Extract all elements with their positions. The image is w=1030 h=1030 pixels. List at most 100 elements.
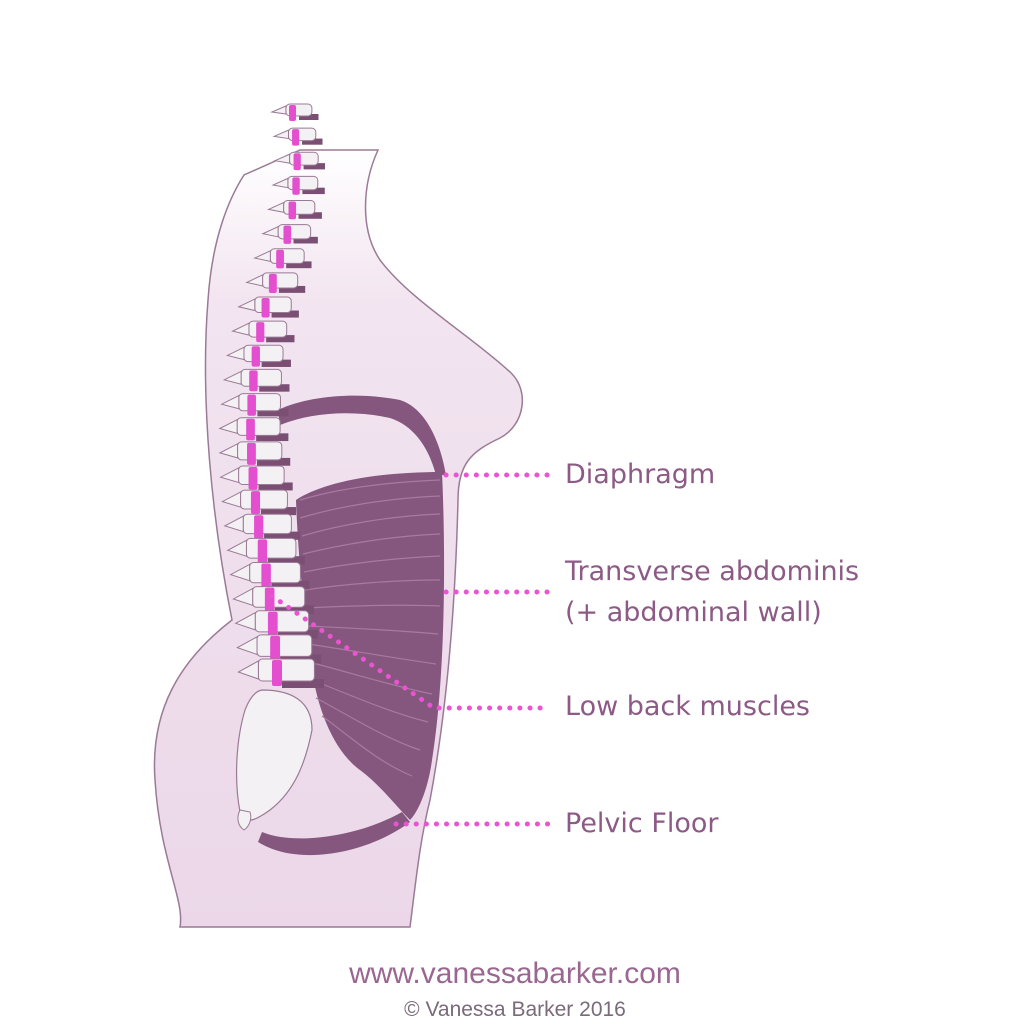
- spinal-cord-segment: [248, 466, 258, 490]
- vertebra: [220, 393, 289, 417]
- spinal-cord-segment: [247, 394, 256, 416]
- intervertebral-disc: [256, 433, 289, 442]
- vertebral-body: [254, 610, 310, 633]
- label-diaphragm: Diaphragm: [565, 459, 716, 490]
- spine: [218, 103, 326, 831]
- spinous-process: [232, 587, 254, 606]
- intervertebral-disc: [271, 580, 310, 590]
- vertebra: [229, 561, 310, 590]
- vertebral-body: [262, 272, 299, 289]
- spinous-process: [245, 274, 264, 287]
- spinous-process: [261, 225, 279, 238]
- spinous-process: [220, 394, 240, 410]
- vertebra: [273, 151, 326, 171]
- spinous-process: [218, 443, 239, 459]
- spinal-cord-segment: [261, 563, 271, 588]
- spinal-cord-segment: [272, 660, 282, 686]
- spinous-process: [236, 636, 258, 656]
- intervertebral-disc: [258, 482, 293, 491]
- intervertebral-disc: [282, 679, 324, 688]
- vertebra: [270, 103, 319, 121]
- vertebra: [271, 175, 325, 195]
- leader-lines: [269, 472, 551, 827]
- vertebra: [219, 465, 293, 491]
- spinal-cord-segment: [268, 273, 277, 293]
- spinal-cord-segment: [293, 153, 301, 171]
- spinal-cord-segment: [261, 298, 270, 318]
- intervertebral-disc: [267, 556, 305, 565]
- spinous-process: [253, 249, 271, 263]
- intervertebral-disc: [261, 359, 291, 367]
- intervertebral-disc: [257, 457, 291, 466]
- copyright-notice: © Vanessa Barker 2016: [404, 998, 626, 1021]
- intervertebral-disc: [293, 236, 318, 244]
- label-abdominal-wall: (+ abdominal wall): [565, 597, 822, 628]
- muscle-fiber-lines: [299, 479, 441, 777]
- intervertebral-disc: [302, 187, 325, 195]
- vertebra: [231, 320, 295, 343]
- label-pelvic-floor: Pelvic Floor: [565, 808, 719, 839]
- intervertebral-disc: [286, 261, 312, 269]
- vertebral-body: [283, 200, 316, 215]
- sacrum: [235, 689, 313, 821]
- intervertebral-disc: [259, 384, 290, 392]
- vertebral-body: [245, 537, 297, 559]
- intervertebral-disc: [302, 138, 323, 145]
- vertebra: [234, 610, 318, 639]
- vertebra: [245, 272, 306, 293]
- spinal-cord-segment: [288, 201, 297, 220]
- label-low-back-muscles: Low back muscles: [565, 691, 811, 722]
- vertebra: [237, 296, 299, 318]
- spinous-process: [218, 418, 238, 435]
- spinous-process: [271, 177, 289, 189]
- spinous-process: [223, 515, 244, 533]
- spinous-process: [229, 563, 251, 582]
- spinal-cord-segment: [254, 515, 264, 539]
- vertebra: [261, 224, 318, 244]
- spinal-cord-segment: [292, 129, 300, 146]
- vertebral-body: [257, 658, 315, 682]
- vertebral-body: [256, 634, 313, 657]
- vertebral-body: [249, 561, 301, 584]
- vertebra: [226, 537, 305, 565]
- spinal-cord-segment: [256, 322, 265, 343]
- vertebral-body: [237, 441, 283, 461]
- coccyx: [237, 809, 252, 831]
- spinal-cord-segment: [257, 539, 268, 564]
- vertebral-body: [252, 586, 306, 608]
- vertebral-body: [248, 320, 288, 338]
- intervertebral-disc: [266, 335, 295, 343]
- leader-lowback: [269, 593, 551, 711]
- intervertebral-disc: [298, 212, 322, 219]
- spinal-cord-segment: [270, 635, 281, 662]
- vertebra: [253, 248, 312, 269]
- spinal-cord-segment: [251, 346, 260, 367]
- intervertebral-disc: [274, 605, 314, 614]
- intervertebral-disc: [277, 629, 318, 639]
- spinous-process: [219, 467, 240, 484]
- vertebra: [232, 586, 314, 614]
- spinous-process: [226, 539, 247, 557]
- spinous-process: [221, 491, 242, 508]
- vertebra: [266, 200, 322, 220]
- vertebral-body: [254, 296, 292, 314]
- intervertebral-disc: [271, 310, 299, 318]
- intervertebral-disc: [278, 285, 306, 293]
- spinous-process: [222, 370, 242, 385]
- vertebral-body: [242, 513, 292, 535]
- spinal-cord-segment: [264, 587, 275, 613]
- spinous-process: [237, 660, 259, 680]
- diaphragm-muscle: [278, 395, 446, 475]
- spinous-process: [231, 322, 250, 336]
- spinous-process: [273, 153, 291, 164]
- vertebral-body: [277, 224, 312, 240]
- spinous-process: [237, 298, 256, 312]
- intervertebral-disc: [303, 163, 326, 170]
- vertebra: [221, 489, 297, 516]
- spinous-process: [272, 129, 289, 140]
- spinous-process: [225, 346, 245, 361]
- spinous-process: [234, 611, 256, 631]
- pelvic-floor-muscle: [258, 812, 410, 856]
- intervertebral-disc: [260, 507, 297, 516]
